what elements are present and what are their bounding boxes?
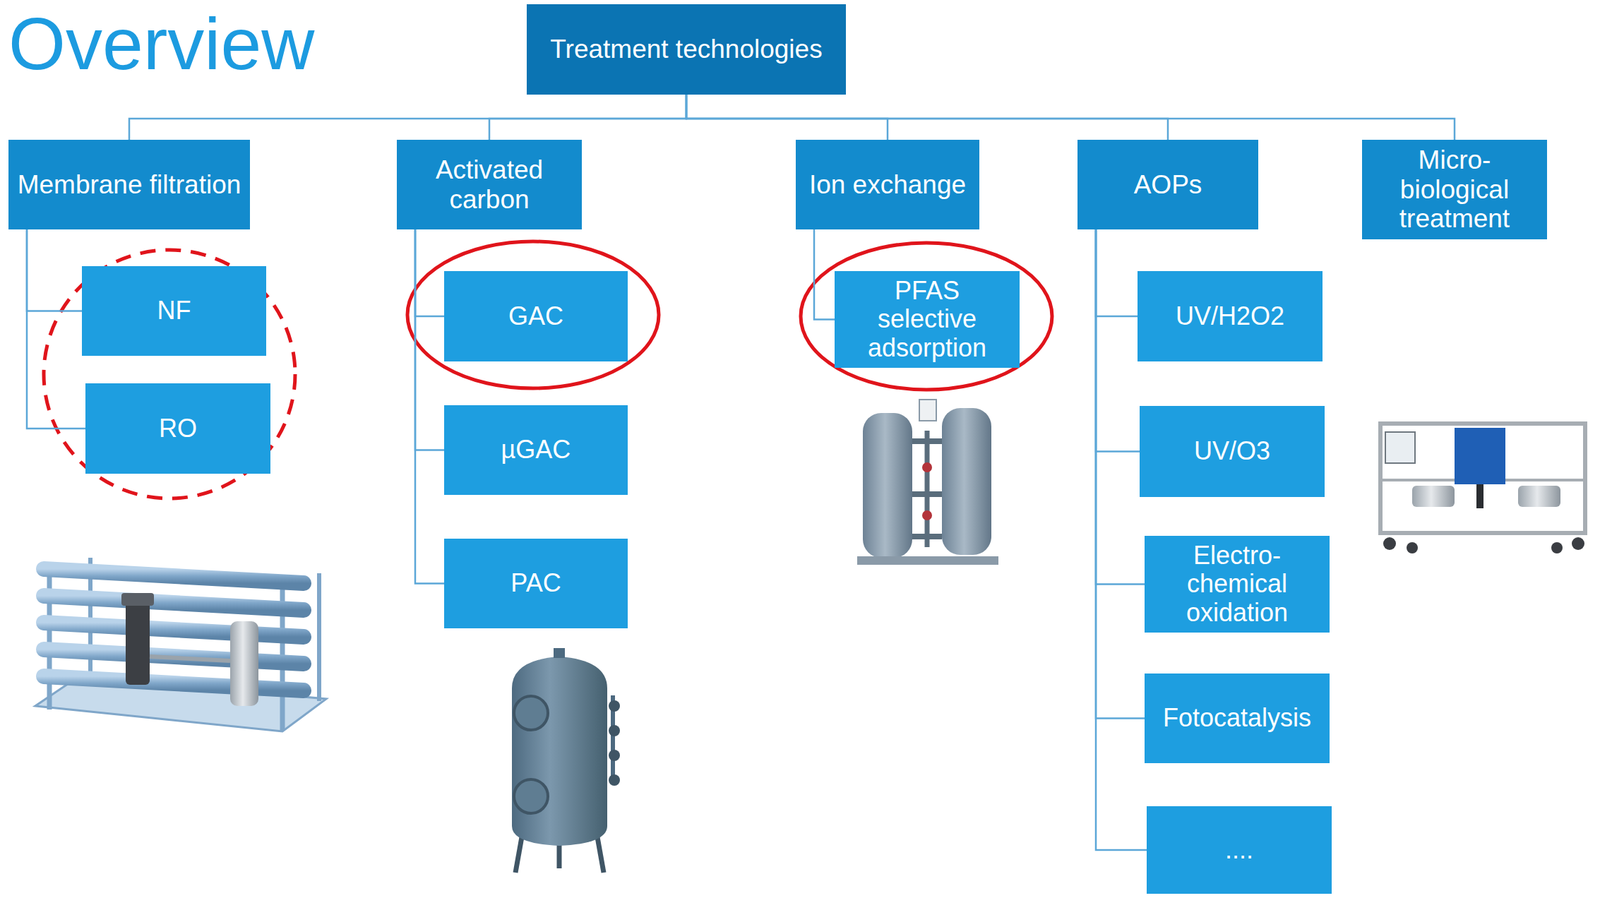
uv-unit-picture-part (1476, 484, 1484, 509)
membrane-skid-picture-part (125, 600, 150, 685)
membrane-skid-picture-part (43, 595, 304, 611)
technology-box: RO (85, 383, 271, 474)
page-title: Overview (8, 0, 315, 89)
tree-connector (686, 94, 1455, 140)
uv-unit-picture-part (1518, 485, 1561, 507)
carbon-vessel-picture-part (514, 696, 548, 731)
carbon-vessel-picture-part (608, 725, 620, 737)
carbon-vessel-picture-part (553, 648, 565, 659)
box-label: Treatment technologies (533, 34, 839, 64)
carbon-vessel-picture-part (608, 774, 620, 786)
category-box: Membrane filtration (8, 139, 250, 230)
carbon-vessel-picture-part (514, 779, 548, 814)
uv-unit-picture-part (1385, 432, 1416, 464)
tree-connector (26, 229, 86, 429)
box-label: Activated carbon (403, 155, 575, 214)
root-box: Treatment technologies (526, 4, 846, 95)
uv-unit-picture-part (1406, 542, 1418, 554)
category-box: Activated carbon (396, 139, 582, 230)
technology-box: µGAC (444, 405, 628, 495)
carbon-vessel-picture (511, 648, 620, 873)
uv-unit-picture-part (1571, 537, 1585, 551)
tree-connector (489, 94, 687, 140)
box-label: PFAS selective adsorption (841, 276, 1013, 363)
box-label: .... (1153, 836, 1325, 865)
box-label: Micro-biological treatment (1369, 145, 1540, 234)
category-box: Micro-biological treatment (1362, 139, 1548, 240)
box-label: NF (88, 296, 260, 325)
box-label: Membrane filtration (15, 170, 243, 200)
highlight-ellipses-part (800, 242, 1053, 390)
uv-unit-picture-part (1383, 537, 1396, 551)
tree-connector (686, 94, 888, 140)
technology-box: UV/O3 (1139, 406, 1325, 498)
membrane-skid-picture-part (47, 564, 53, 710)
box-label: GAC (451, 302, 621, 331)
membrane-skid-picture-part (230, 621, 259, 707)
carbon-vessel-picture-part (515, 833, 523, 873)
technology-box: PFAS selective adsorption (834, 271, 1020, 368)
technology-box: GAC (444, 271, 628, 362)
membrane-skid-picture-part (43, 649, 304, 664)
membrane-skid-picture-part (43, 569, 304, 584)
membrane-skid-picture-part (43, 676, 304, 691)
technology-box: .... (1146, 806, 1332, 894)
tree-connector (415, 229, 445, 317)
box-label: µGAC (451, 435, 621, 464)
tree-connector (814, 229, 835, 320)
carbon-vessel-picture-part (608, 700, 620, 712)
technology-box: PAC (444, 538, 628, 629)
technology-box: Fotocatalysis (1144, 673, 1330, 764)
ion-exchange-picture-part (922, 462, 933, 473)
ion-exchange-picture-part (862, 413, 913, 558)
technology-box: Electro-chemical oxidation (1144, 535, 1330, 633)
box-label: UV/H2O2 (1144, 302, 1316, 331)
ion-exchange-picture-part (941, 408, 992, 555)
highlight-ellipses-part (407, 241, 659, 389)
carbon-vessel-picture-part (608, 749, 620, 762)
ion-exchange-picture-part (922, 510, 933, 521)
box-label: Fotocatalysis (1151, 703, 1323, 733)
carbon-vessel-picture-part (596, 833, 604, 873)
carbon-vessel-picture-part (511, 656, 608, 846)
membrane-skid-picture-part (43, 622, 304, 637)
uv-unit-picture-part (1454, 427, 1506, 485)
tree-connector (1095, 229, 1138, 317)
tree-connector (686, 94, 1168, 140)
box-label: Electro-chemical oxidation (1151, 541, 1323, 628)
tree-connector (1095, 229, 1140, 452)
category-box: Ion exchange (795, 139, 980, 230)
ion-exchange-picture-part (924, 430, 930, 548)
tree-connector (415, 229, 445, 584)
category-box: AOPs (1077, 139, 1259, 230)
uv-unit-picture-part (1380, 423, 1586, 534)
membrane-skid-picture (35, 557, 327, 732)
ion-exchange-picture (857, 399, 999, 565)
ion-exchange-picture-part (857, 556, 999, 565)
box-label: AOPs (1084, 170, 1252, 200)
ion-exchange-picture-part (919, 399, 937, 421)
membrane-skid-picture-part (121, 593, 154, 606)
uv-unit-picture-part (1412, 485, 1455, 507)
tree-connector (26, 229, 82, 312)
tree-connector (129, 94, 687, 140)
membrane-skid-picture-part (317, 573, 322, 702)
box-label: RO (92, 414, 264, 443)
uv-unit-picture-part (1387, 485, 1581, 507)
box-label: Ion exchange (802, 170, 973, 200)
box-label: UV/O3 (1146, 437, 1318, 466)
box-label: PAC (451, 569, 621, 598)
uv-unit-picture-part (1551, 542, 1563, 554)
membrane-skid-picture-part (149, 656, 231, 661)
highlight-ellipses-part (43, 249, 296, 499)
uv-unit-picture (1380, 423, 1586, 554)
technology-box: NF (81, 266, 267, 356)
tree-connector (415, 229, 445, 451)
technology-box: UV/H2O2 (1137, 271, 1323, 362)
